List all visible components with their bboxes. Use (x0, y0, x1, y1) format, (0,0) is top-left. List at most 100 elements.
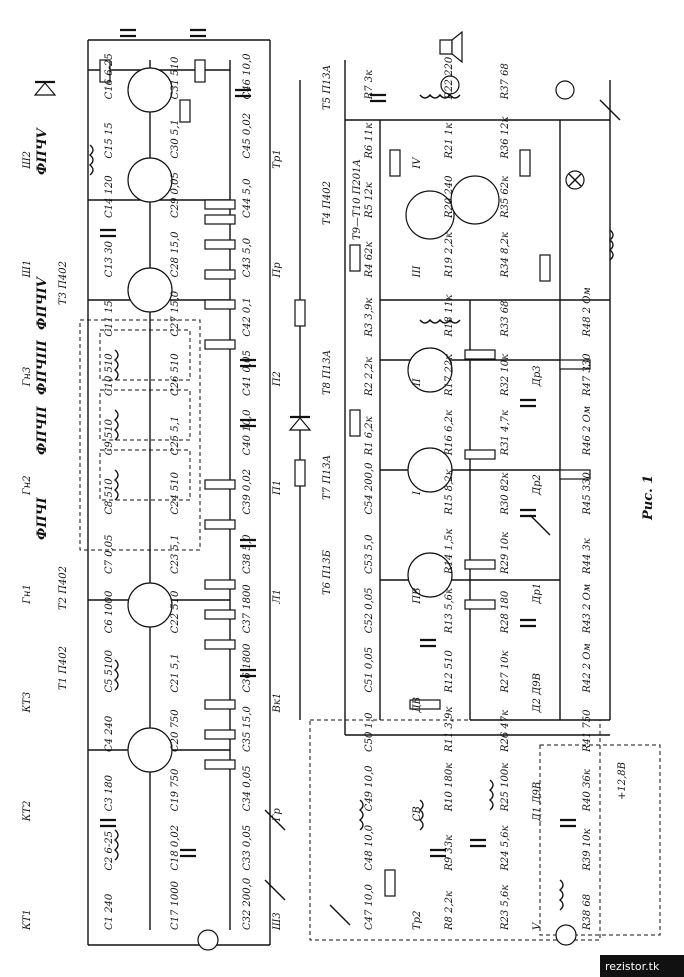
transistor-t1 (127, 727, 173, 773)
component-label: C27 15,0 (170, 290, 181, 336)
component-label: R24 5,6к (500, 825, 511, 871)
indicators (197, 30, 585, 951)
transistor-t9 (405, 190, 455, 240)
meter-icon (555, 80, 575, 100)
component-label: C53 5,0 (364, 534, 375, 574)
component-label: C8 510 (104, 478, 115, 515)
component-label: R17 22к (444, 354, 455, 397)
component-label: R40 36к (582, 769, 593, 812)
component-label: C35 15,0 (242, 706, 253, 752)
component-label: R16 6,2к (444, 410, 455, 456)
component-label: C20 750 (170, 709, 181, 752)
figure-caption: Рис. 1 (641, 475, 656, 521)
misc-label: III (412, 265, 423, 279)
misc-label: Л1 (272, 589, 283, 605)
transistor-t6 (407, 552, 453, 598)
component-label: C3 180 (104, 774, 115, 811)
component-label: R10 180к (444, 763, 455, 813)
component-label: C30 5,1 (170, 119, 181, 158)
resistors (99, 59, 591, 897)
component-label: C42 0,1 (242, 297, 253, 336)
component-label: R35 62к (500, 176, 511, 219)
misc-label: КТ2 (22, 800, 33, 822)
misc-label: ПВ (412, 588, 423, 605)
component-label: R38 68 (582, 894, 593, 931)
headphone-jack-icon (440, 75, 460, 95)
component-label: R27 10к (500, 651, 511, 694)
misc-label: V (532, 921, 543, 930)
component-label: C48 10,0 (364, 824, 375, 870)
component-label: C17 1000 (170, 880, 181, 930)
component-label: C44 5,0 (242, 178, 253, 218)
component-label: C19 750 (170, 768, 181, 811)
transistor-label-t1: T1 П402 (58, 646, 69, 690)
component-label: R11 3,9к (444, 707, 455, 753)
transistor-t5 (127, 67, 173, 113)
transistor-label-t8: T8 П13А (322, 350, 333, 395)
misc-label: IV (412, 156, 423, 170)
component-label: R37 68 (500, 63, 511, 100)
misc-label: Тр2 (412, 911, 423, 930)
component-label: C5 5100 (104, 649, 115, 692)
component-label: R18 11к (444, 295, 455, 338)
component-label: C38 5,0 (242, 534, 253, 574)
misc-label: ДВ (412, 697, 423, 713)
component-label: R36 12к (500, 117, 511, 160)
component-label: R25 100к (500, 763, 511, 813)
component-label: R9 33к (444, 835, 455, 872)
misc-label: Др3 (532, 365, 543, 387)
component-label: R31 4,7к (500, 410, 511, 456)
component-label: R48 2 Ом (582, 287, 593, 337)
component-label: R14 1,5к (444, 529, 455, 575)
component-label: C52 0,05 (364, 588, 375, 634)
component-label: C54 200,0 (364, 462, 375, 515)
filter-labels: ФПЧI ФПЧII ФПЧIII ФПЧIV ФПЧV (35, 127, 50, 540)
component-label: C43 5,0 (242, 237, 253, 277)
component-label: C7 0,05 (104, 535, 115, 574)
transistor-t2 (127, 582, 173, 628)
component-label: R21 1к (444, 123, 455, 160)
component-label: C51 0,05 (364, 647, 375, 693)
component-label: R30 82к (500, 473, 511, 516)
misc-label: Пр (272, 262, 283, 279)
transistor-label-t2: T2 П402 (58, 566, 69, 610)
component-label: R39 10к (582, 829, 593, 872)
shield-frames (79, 319, 661, 941)
misc-label: КТ3 (22, 692, 33, 714)
misc-label: Гр (272, 808, 283, 823)
transistor-t3-upper (127, 267, 173, 313)
component-label: R6 11к (364, 123, 375, 160)
component-label: C50 1,0 (364, 712, 375, 752)
component-label: C41 0,05 (242, 350, 253, 396)
misc-label: Вк1 (272, 693, 283, 714)
misc-label: Ш1 (22, 260, 33, 279)
component-label: C23 5,1 (170, 535, 181, 574)
component-label: C25 5,1 (170, 416, 181, 455)
component-label: C13 30 (104, 240, 115, 277)
component-label: C45 0,02 (242, 113, 253, 159)
component-label: R47 330 (582, 353, 593, 397)
transistor-label-t9-t10: T9—T10 П201А (352, 159, 363, 240)
component-label: C32 200,0 (242, 877, 253, 930)
component-label: R34 8,2к (500, 232, 511, 278)
component-label: C49 10,0 (364, 765, 375, 811)
component-label: C22 510 (170, 590, 181, 633)
component-label: C40 10,0 (242, 409, 253, 455)
transistor-label-t6: T6 П13Б (322, 549, 333, 595)
component-label: R22 220 (444, 56, 455, 100)
component-label: R23 5,6к (500, 885, 511, 931)
transistor-labels: T1 П402 T2 П402 T3 П402 T4 П402 T5 П13А … (58, 65, 363, 690)
component-label: R45 330 (582, 472, 593, 516)
transistor-label-t7: T7 П13А (322, 455, 333, 500)
misc-label: I (412, 490, 423, 496)
component-label: C2 6-25 (104, 831, 115, 871)
component-label: C46 10,0 (242, 53, 253, 99)
transistor-label-t3: T3 П402 (58, 261, 69, 305)
speaker-icon (439, 39, 453, 55)
transistor-label-t4: T4 П402 (322, 181, 333, 225)
misc-label: Др1 (532, 583, 543, 605)
component-label: C24 510 (170, 471, 181, 514)
misc-label: II (412, 377, 423, 387)
